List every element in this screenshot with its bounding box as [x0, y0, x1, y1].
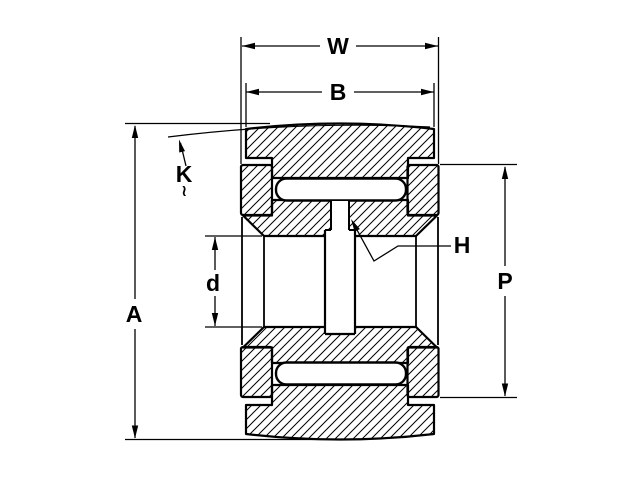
crown-radius-squiggle-symbol: ∼ — [176, 185, 193, 198]
end-plate-top-right — [406, 163, 440, 217]
roller-top — [274, 177, 408, 202]
dimension-label-p: P — [497, 268, 512, 294]
dimension-label-a: A — [126, 301, 143, 327]
bore-silhouette-lines — [241, 217, 439, 345]
dimension-outer-ring-width — [245, 83, 435, 127]
dimension-label-d: d — [206, 270, 220, 296]
lubrication-channel — [323, 229, 357, 336]
dimension-label-h: H — [454, 232, 471, 258]
end-plate-bottom-right — [406, 345, 440, 399]
callout-lube-hole — [351, 219, 451, 262]
dimension-bore-diameter — [205, 235, 262, 328]
end-plate-bottom-left — [239, 345, 274, 399]
dimension-label-b: B — [330, 79, 347, 105]
lubrication-hole — [330, 200, 350, 231]
dimension-label-k: K — [176, 161, 193, 187]
outer-ring-top — [244, 122, 436, 180]
dimension-label-w: W — [327, 33, 349, 59]
dimension-outer-diameter — [125, 122, 350, 441]
roller-bottom — [274, 361, 408, 386]
dimension-overall-width — [240, 37, 440, 164]
dimension-end-plate-diameter — [440, 163, 517, 399]
callout-crown-radius — [167, 124, 431, 167]
end-plate-top-left — [239, 163, 274, 217]
outer-ring-bottom — [244, 383, 436, 441]
inner-ring-bottom — [241, 325, 439, 365]
